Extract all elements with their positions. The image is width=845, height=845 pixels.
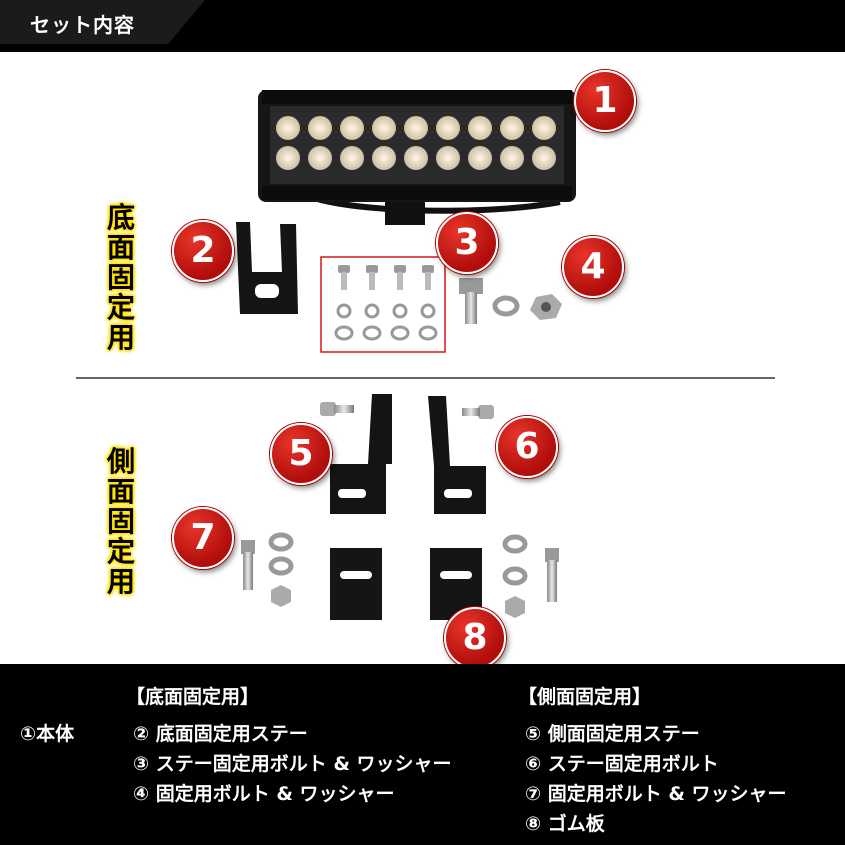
led <box>308 116 332 140</box>
side-item-7: ⑦ 固定用ボルト & ワッシャー <box>525 783 787 805</box>
led <box>340 116 364 140</box>
led <box>532 116 556 140</box>
badge-3: 3 <box>436 212 498 274</box>
header-bar: セット内容 <box>0 0 845 52</box>
led <box>372 146 396 170</box>
bottom-heading: 【底面固定用】 <box>126 686 260 708</box>
badge-6: 6 <box>496 416 558 478</box>
led <box>436 146 460 170</box>
rubber-pads <box>330 548 482 620</box>
led <box>276 146 300 170</box>
led <box>532 146 556 170</box>
mount-bolt <box>459 278 562 324</box>
led <box>468 146 492 170</box>
side-item-8: ⑧ ゴム板 <box>525 813 605 835</box>
screw-set <box>418 265 438 341</box>
led <box>404 146 428 170</box>
bottom-item-2: ② 底面固定用ステー <box>133 723 308 745</box>
badge-5: 5 <box>270 423 332 485</box>
side-bracket-left <box>330 394 392 514</box>
parts-illustration <box>76 90 775 620</box>
led <box>276 116 300 140</box>
led <box>500 146 524 170</box>
bottom-mount-label: 底面固定用 <box>106 201 135 354</box>
led <box>340 146 364 170</box>
led <box>308 146 332 170</box>
side-item-6: ⑥ ステー固定用ボルト <box>525 753 719 775</box>
led <box>468 116 492 140</box>
badge-1: 1 <box>574 70 636 132</box>
header-tab <box>0 0 205 44</box>
side-mount-bolts <box>241 532 559 618</box>
bottom-item-3: ③ ステー固定用ボルト & ワッシャー <box>133 753 452 775</box>
screw-set <box>390 265 410 341</box>
bottom-item-4: ④ 固定用ボルト & ワッシャー <box>133 783 395 805</box>
main-item: ①本体 <box>20 723 75 745</box>
badge-4: 4 <box>562 236 624 298</box>
page-title: セット内容 <box>30 13 135 37</box>
parts-highlight-box <box>320 256 446 353</box>
product-photo: 底面固定用 側面固定用 1 2 3 4 5 6 7 8 <box>0 52 845 664</box>
bottom-bracket <box>236 222 298 314</box>
stay-bolts <box>320 402 494 419</box>
badge-7: 7 <box>172 507 234 569</box>
side-mount-label: 側面固定用 <box>106 445 135 598</box>
side-heading: 【側面固定用】 <box>518 686 652 708</box>
screw-set <box>334 265 354 341</box>
badge-8: 8 <box>444 607 506 664</box>
parts-list: ①本体 【底面固定用】 ② 底面固定用ステー ③ ステー固定用ボルト & ワッシ… <box>0 664 845 845</box>
light-bar <box>258 90 576 225</box>
badge-2: 2 <box>172 220 234 282</box>
side-item-5: ⑤ 側面固定用ステー <box>525 723 700 745</box>
screw-set <box>362 265 382 341</box>
led <box>372 116 396 140</box>
led <box>436 116 460 140</box>
side-bracket-right <box>428 396 486 514</box>
led <box>500 116 524 140</box>
led <box>404 116 428 140</box>
